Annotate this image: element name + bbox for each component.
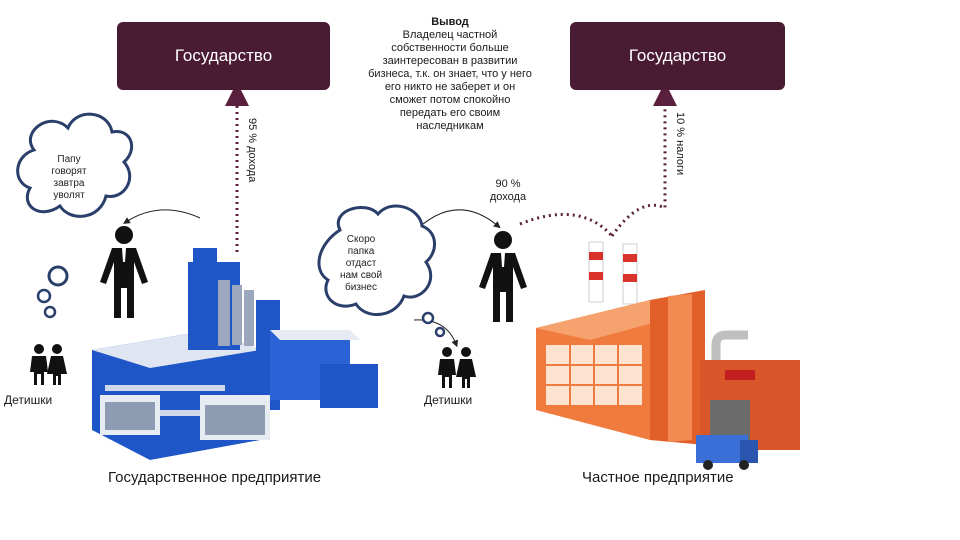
right-state-label: Государство (628, 46, 727, 65)
conclusion-block: Вывод Владелец частной собственности бол… (365, 16, 535, 133)
right-income-label: 90 % дохода (489, 178, 527, 203)
kids-thought-arrow (413, 319, 459, 348)
right-father-figure (479, 231, 527, 322)
left-thought-cloud (16, 112, 134, 319)
left-father-figure (100, 226, 148, 318)
conclusion-body: Владелец частной собственности больше за… (368, 29, 532, 132)
private-enterprise-caption: Частное предприятие (582, 469, 734, 486)
left-income-label: 95 % дохода (246, 118, 258, 183)
state-enterprise-caption: Государственное предприятие (108, 469, 322, 486)
conclusion-title: Вывод (431, 16, 469, 28)
right-state-box: Государство (570, 22, 785, 90)
right-cloud-text: Скоро папка отдаст нам свой бизнес (339, 234, 383, 293)
right-kids-label: Детишки (424, 393, 473, 407)
left-state-box: Государство (117, 22, 330, 90)
left-kids-icon (30, 344, 67, 385)
right-kids-icon (438, 347, 476, 388)
right-thought-cloud (317, 204, 446, 338)
left-cloud-text: Папу говорят завтра уволят (51, 154, 87, 201)
state-factory-illustration (92, 248, 378, 460)
private-factory-illustration (536, 241, 800, 470)
right-tax-arrow (610, 82, 677, 237)
left-cloud-arrow (123, 209, 201, 224)
right-income-arrow (519, 212, 614, 237)
left-state-label: Государство (174, 46, 273, 65)
right-tax-label: 10 % налоги (674, 112, 686, 176)
left-kids-label: Детишки (4, 393, 53, 407)
